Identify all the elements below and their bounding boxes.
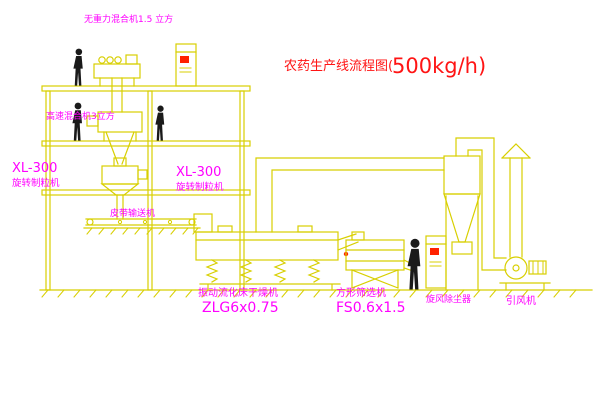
fluid-bed-dryer [193,213,359,291]
label-granulator-center-model: XL-300 [176,165,221,180]
label-granulator-center-name: 旋转制粒机 [176,181,224,193]
induced-draft-fan [499,256,551,291]
ground-line [39,289,593,298]
square-sieve [345,231,417,289]
control-cabinet-upper [175,43,197,87]
worker-figures [72,48,421,290]
high-speed-mixer [86,111,143,165]
platform-structure [41,85,251,291]
belt-conveyor [85,218,197,226]
control-cabinet-lower [425,235,447,289]
label-high-speed-mixer: 高速混合机3立方 [46,110,115,122]
cyclone-separator [443,137,507,291]
exhaust-duct [255,157,445,233]
label-belt-conveyor: 皮带输送机 [110,207,155,219]
worker-top-floor [73,48,83,86]
label-cyclone: 旋风除尘器 [426,293,471,305]
exhaust-stack [501,143,531,258]
worker-ground [407,238,421,290]
label-square-sieve: 方形筛选机 [336,286,386,299]
diagram-title: 农药生产线流程图( [284,59,393,74]
label-fan: 引风机 [506,294,536,307]
label-square-sieve-model: FS0.6x1.5 [336,300,406,316]
gravity-mixer [93,54,141,113]
label-gravity-mixer: 无重力混合机1.5 立方 [84,13,173,25]
label-fluid-bed-dryer: 振动流化床干燥机 [198,286,278,299]
worker-second-floor-right [155,105,165,141]
diagram-title-capacity: 500kg/h) [392,54,486,78]
label-fluid-bed-dryer-model: ZLG6x0.75 [202,300,279,316]
label-granulator-left-model: XL-300 [12,161,57,176]
rotary-granulator [100,157,148,220]
label-granulator-left-name: 旋转制粒机 [12,177,60,189]
